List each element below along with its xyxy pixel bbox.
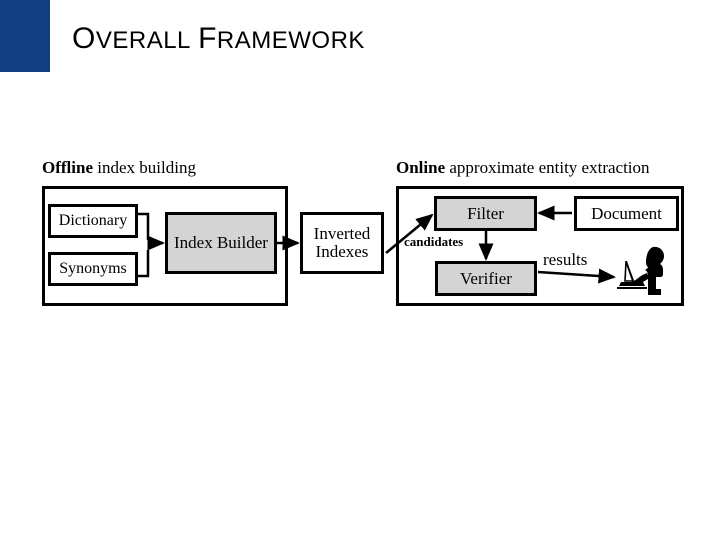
edge-label-results: results	[543, 250, 588, 269]
node-index-builder[interactable]: Index Builder	[165, 212, 277, 274]
node-filter-label: Filter	[467, 203, 504, 223]
section-caption-online-bold: Online	[396, 158, 446, 177]
page-title-ramework: RAMEWORK	[216, 27, 365, 54]
person-at-laptop-icon	[617, 246, 664, 295]
section-caption-online-rest: approximate entity extraction	[445, 158, 650, 177]
node-dictionary-label: Dictionary	[58, 211, 128, 229]
title-accent-block	[0, 0, 50, 72]
node-filter[interactable]: Filter	[434, 196, 537, 231]
node-verifier-label: Verifier	[460, 268, 512, 288]
node-document-label: Document	[591, 203, 662, 223]
node-document[interactable]: Document	[574, 196, 679, 231]
section-caption-online: Online approximate entity extraction	[396, 158, 650, 178]
page-title: OVERALL FRAMEWORK	[72, 22, 365, 56]
node-inverted-indexes-label-line2: Indexes	[315, 242, 369, 261]
page-title-f: F	[198, 22, 217, 55]
node-verifier[interactable]: Verifier	[435, 261, 537, 296]
section-caption-offline-rest: index building	[93, 158, 196, 177]
node-inverted-indexes[interactable]: Inverted Indexes	[300, 212, 384, 274]
section-caption-offline: Offline index building	[42, 158, 196, 178]
section-caption-offline-bold: Offline	[42, 158, 93, 177]
page-title-o: O	[72, 22, 96, 55]
node-dictionary[interactable]: Dictionary	[48, 204, 138, 238]
page-title-space	[191, 27, 198, 54]
page-title-verall: VERALL	[95, 27, 191, 54]
node-index-builder-label: Index Builder	[174, 233, 268, 253]
node-inverted-indexes-label-line1: Inverted	[313, 224, 371, 244]
edge-label-candidates: candidates	[404, 234, 464, 249]
node-synonyms-label: Synonyms	[59, 259, 127, 277]
node-synonyms[interactable]: Synonyms	[48, 252, 138, 286]
